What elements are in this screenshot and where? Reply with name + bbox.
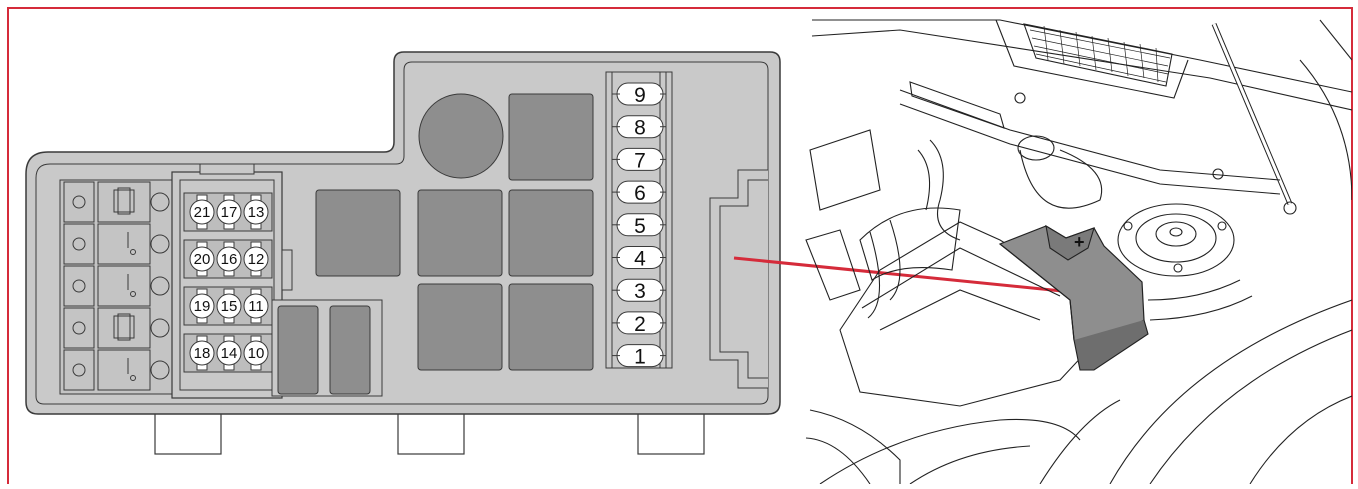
mini-fuse-number: 10 xyxy=(248,345,265,362)
fender-edge xyxy=(1109,299,1352,484)
mounting-tab-left xyxy=(154,411,222,455)
mini-fuse-number: 14 xyxy=(221,345,238,362)
relay-module-2 xyxy=(417,189,503,277)
mini-fuse-number: 13 xyxy=(248,204,265,221)
fuse-number: 3 xyxy=(634,280,646,303)
mini-fuse-number: 19 xyxy=(194,298,211,315)
screw-hole xyxy=(72,195,86,209)
mini-fuse: 21 xyxy=(189,194,215,230)
fuse-number: 9 xyxy=(634,84,646,107)
fuse-number: 1 xyxy=(634,346,646,369)
mini-fuse-number: 20 xyxy=(194,251,211,268)
relay-module-6 xyxy=(508,93,594,181)
mini-fuse: 17 xyxy=(216,194,242,230)
fuse-number: 2 xyxy=(634,313,646,336)
fuse-slot: 7 xyxy=(612,147,666,172)
mini-fuse: 11 xyxy=(243,288,269,324)
fuse-number: 6 xyxy=(634,182,646,205)
fuse-number: 5 xyxy=(634,215,646,238)
fuse-slot: 4 xyxy=(612,246,666,271)
mini-fuse: 15 xyxy=(216,288,242,324)
intake-hose xyxy=(859,207,961,281)
fuse-number: 4 xyxy=(634,248,646,271)
figure-frame xyxy=(7,7,1353,484)
fuse-slot: 3 xyxy=(612,278,666,303)
screw-hole xyxy=(72,279,86,293)
fuse-number: 8 xyxy=(634,117,646,140)
left-connector-block xyxy=(59,179,173,395)
engine-bay-illustration: + xyxy=(805,19,1352,484)
mini-fuse-number: 11 xyxy=(248,298,264,315)
fuse-slot: 1 xyxy=(612,344,666,369)
strut-tower xyxy=(1117,203,1235,277)
fuse-number: 7 xyxy=(634,149,646,172)
relay-small-1 xyxy=(277,305,319,395)
relay-module-4 xyxy=(417,283,503,371)
mounting-tab-right xyxy=(637,411,705,455)
mini-fuse-holder-tab xyxy=(199,163,255,175)
mini-fuse-grid: 21 17 13 20 16 12 19 15 11 18 14 10 xyxy=(183,192,273,373)
mini-fuse: 13 xyxy=(243,194,269,230)
coolant-cap xyxy=(1017,135,1055,161)
strut-brace xyxy=(899,89,1281,181)
mini-fuse-number: 17 xyxy=(221,204,238,221)
connector-row xyxy=(63,349,170,391)
mini-fuse: 10 xyxy=(243,335,269,371)
mini-fuse-number: 18 xyxy=(194,345,211,362)
mini-fuse: 14 xyxy=(216,335,242,371)
hood-edge xyxy=(812,19,1352,93)
mini-fuse-number: 12 xyxy=(248,251,265,268)
connector-row xyxy=(63,265,170,307)
mini-fuse: 18 xyxy=(189,335,215,371)
mini-fuse-number: 16 xyxy=(221,251,238,268)
battery-plus-symbol: + xyxy=(1074,232,1085,252)
positive-terminal-cap xyxy=(1045,224,1095,261)
fuse-slot: 8 xyxy=(612,115,666,140)
screw-hole xyxy=(72,363,86,377)
relay-module-5 xyxy=(508,283,594,371)
connector-row xyxy=(63,181,170,223)
right-notch xyxy=(709,169,768,389)
mounting-tab-center xyxy=(397,411,465,455)
mini-fuse: 20 xyxy=(189,241,215,277)
mini-fuse-number: 21 xyxy=(194,204,211,221)
connector-row xyxy=(63,223,170,265)
round-relay xyxy=(418,93,504,179)
right-notch-inner xyxy=(719,179,768,379)
cowl-grille-mesh xyxy=(1029,25,1171,83)
relay-module-3 xyxy=(508,189,594,277)
fuse-slot: 5 xyxy=(612,213,666,238)
fuse-slot: 2 xyxy=(612,311,666,336)
fuse-slot: 9 xyxy=(612,82,666,107)
relay-module-1 xyxy=(315,189,401,277)
leader-line xyxy=(733,256,1073,294)
mini-fuse: 16 xyxy=(216,241,242,277)
mini-fuse-number: 15 xyxy=(221,298,238,315)
fuse-slot: 6 xyxy=(612,180,666,205)
connector-row xyxy=(63,307,170,349)
relay-small-2 xyxy=(329,305,371,395)
fuse-box-side xyxy=(1073,319,1149,371)
screw-hole xyxy=(72,321,86,335)
mini-fuse: 12 xyxy=(243,241,269,277)
fuse-column-right: 9 8 7 6 5 4 3 2 1 xyxy=(612,82,666,369)
cowl-grille xyxy=(1023,23,1173,87)
mini-fuse: 19 xyxy=(189,288,215,324)
screw-hole xyxy=(72,237,86,251)
